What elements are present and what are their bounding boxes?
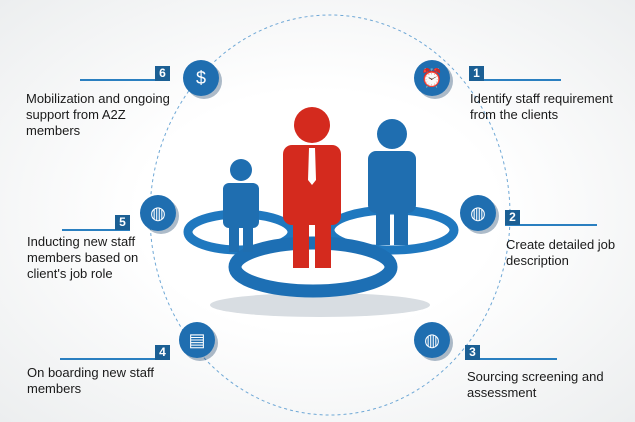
globe-icon: ◍ xyxy=(140,195,176,231)
step-6-badge: 6 xyxy=(155,66,170,81)
globe-icon: ◍ xyxy=(414,322,450,358)
step-3-badge: 3 xyxy=(465,345,480,360)
step-6-line xyxy=(80,79,170,81)
step-4-badge: 4 xyxy=(155,345,170,360)
person-left xyxy=(223,159,259,252)
step-2-line xyxy=(505,224,597,226)
alarm-clock-icon: ⏰ xyxy=(414,60,450,96)
globe-icon: ◍ xyxy=(460,195,496,231)
money-icon: $ xyxy=(183,60,219,96)
step-5-badge: 5 xyxy=(115,215,130,230)
person-right xyxy=(368,119,416,245)
step-4-line xyxy=(60,358,170,360)
step-5-line xyxy=(62,229,130,231)
shadow xyxy=(210,293,430,317)
step-1-badge: 1 xyxy=(469,66,484,81)
step-1-line xyxy=(469,79,561,81)
step-3-line xyxy=(465,358,557,360)
person-center xyxy=(283,107,341,268)
certificate-icon: ▤ xyxy=(179,322,215,358)
step-2-badge: 2 xyxy=(505,210,520,225)
